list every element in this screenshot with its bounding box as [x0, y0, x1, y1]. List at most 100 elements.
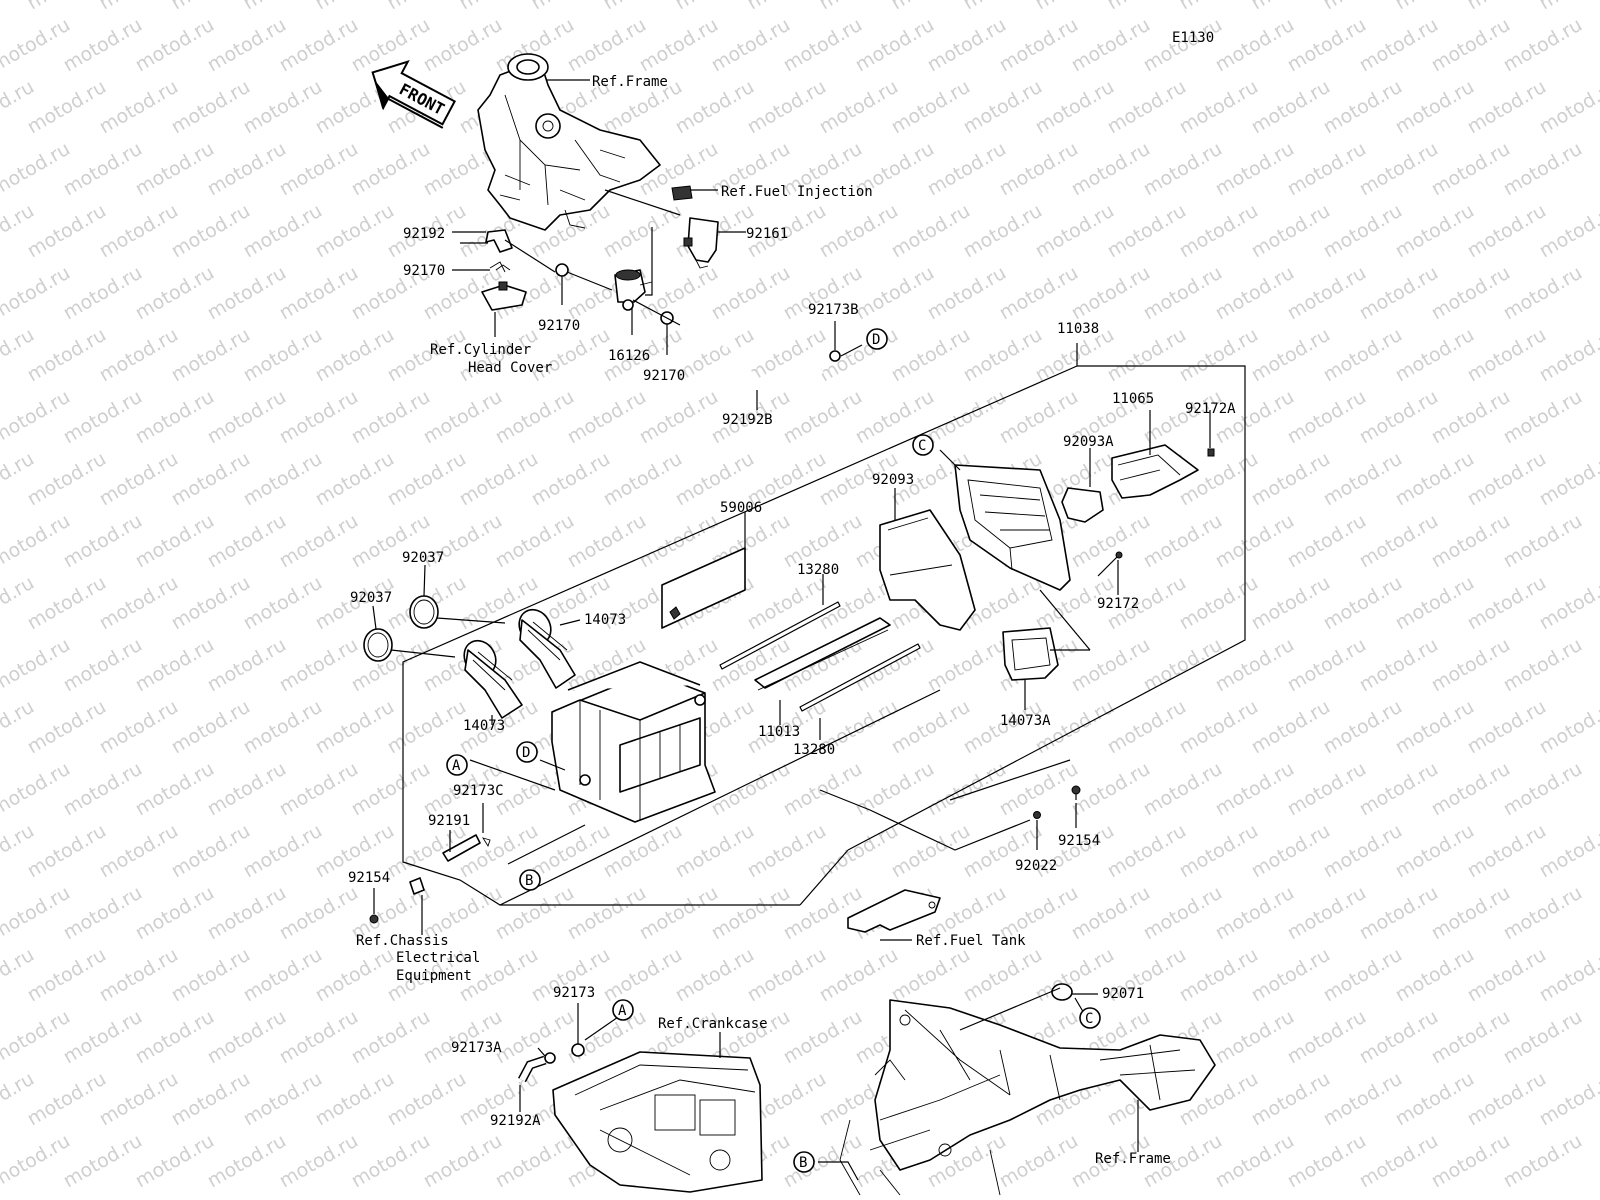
watermark-text: motod.ru	[96, 0, 182, 14]
watermark-text: motod.ru	[1140, 138, 1226, 201]
strip-13280-upper	[719, 601, 841, 670]
label-92173B: 92173B	[808, 302, 859, 318]
screw-92172	[1097, 551, 1123, 577]
watermark-text: motod.ru	[276, 14, 362, 77]
watermark-text: motod.ru	[996, 1130, 1082, 1193]
watermark-text: motod.ru	[1212, 758, 1298, 821]
watermark-text: motod.ru	[1140, 882, 1226, 945]
connector-chassis	[409, 877, 425, 895]
watermark-text: motod.ru	[636, 882, 722, 945]
watermark-text: motod.ru	[1356, 510, 1442, 573]
watermark-text: motod.ru	[1464, 572, 1550, 635]
watermark-text: motod.ru	[96, 696, 182, 759]
clamp-92173A	[544, 1052, 556, 1064]
leader-lines-airbox	[372, 410, 1211, 941]
watermark-text: motod.ru	[1068, 882, 1154, 945]
watermark-text: motod.ru	[708, 262, 794, 325]
watermark-text: motod.ru	[816, 76, 902, 139]
watermark-text: motod.ru	[420, 1006, 506, 1069]
watermark-text: motod.ru	[0, 1130, 74, 1193]
watermark-text: motod.ru	[240, 76, 326, 139]
watermark-text: motod.ru	[24, 0, 110, 14]
label-92172A: 92172A	[1185, 401, 1236, 417]
watermark-text: motod.ru	[1428, 634, 1514, 697]
watermark-text: motod.ru	[276, 138, 362, 201]
watermark-text: motod.ru	[420, 1130, 506, 1193]
watermark-text: motod.ru	[96, 1068, 182, 1131]
watermark-text: motod.ru	[564, 882, 650, 945]
label-11065: 11065	[1112, 391, 1154, 407]
watermark-text: motod.ru	[96, 944, 182, 1007]
watermark-text: motod.ru	[0, 634, 74, 697]
watermark-text: motod.ru	[1176, 572, 1262, 635]
watermark-text: motod.ru	[312, 324, 398, 387]
watermark-text: motod.ru	[204, 262, 290, 325]
marker-C-frame: C	[1079, 1007, 1101, 1029]
watermark-text: motod.ru	[1248, 76, 1334, 139]
watermark-text: motod.ru	[888, 944, 974, 1007]
watermark-text: motod.ru	[276, 758, 362, 821]
watermark-text: motod.ru	[240, 696, 326, 759]
watermark-text: motod.ru	[60, 386, 146, 449]
watermark-text: motod.ru	[816, 944, 902, 1007]
watermark-text: motod.ru	[240, 944, 326, 1007]
watermark-text: motod.ru	[1284, 14, 1370, 77]
watermark-text: motod.ru	[1464, 696, 1550, 759]
watermark-text: motod.ru	[744, 944, 830, 1007]
watermark-text: motod.ru	[1248, 0, 1334, 14]
marker-B-airbox-label: B	[525, 873, 533, 889]
watermark-text: motod.ru	[204, 14, 290, 77]
ref-chassis-3: Equipment	[396, 968, 472, 984]
part-92192-hose	[485, 229, 513, 253]
watermark-text: motod.ru	[1176, 944, 1262, 1007]
clip-92191	[442, 834, 481, 862]
watermark-text: motod.ru	[600, 820, 686, 883]
watermark-text: motod.ru	[744, 820, 830, 883]
watermark-text: motod.ru	[132, 510, 218, 573]
watermark-text: motod.ru	[312, 1068, 398, 1131]
label-92170-right: 92170	[643, 368, 685, 384]
ref-chassis-1: Ref.Chassis	[356, 933, 449, 949]
label-16126: 16126	[608, 348, 650, 364]
crankcase	[552, 1051, 763, 1193]
watermark-text: motod.ru	[780, 1006, 866, 1069]
watermark-text: motod.ru	[1284, 882, 1370, 945]
watermark-text: motod.ru	[24, 76, 110, 139]
watermark-text: motod.ru	[24, 448, 110, 511]
watermark-text: motod.ru	[1392, 0, 1478, 14]
clamp-92037-lower	[363, 628, 393, 662]
duct-14073A	[1002, 627, 1059, 681]
watermark-text: motod.ru	[1212, 262, 1298, 325]
watermark-text: motod.ru	[276, 1130, 362, 1193]
watermark-text: motod.ru	[312, 696, 398, 759]
watermark-text: motod.ru	[204, 1130, 290, 1193]
clamp-92170-left	[489, 261, 506, 273]
watermark-text: motod.ru	[924, 138, 1010, 201]
reference-labels: Ref.Frame Ref.Fuel Injection Ref.Cylinde…	[356, 74, 1171, 1167]
watermark-text: motod.ru	[960, 0, 1046, 14]
watermark-text: motod.ru	[1500, 510, 1586, 573]
watermark-text: motod.ru	[1104, 696, 1190, 759]
watermark-text: motod.ru	[1536, 76, 1600, 139]
label-92071: 92071	[1102, 986, 1144, 1002]
watermark-text: motod.ru	[1248, 324, 1334, 387]
watermark-text: motod.ru	[1176, 448, 1262, 511]
watermark-text: motod.ru	[1212, 386, 1298, 449]
watermark-text: motod.ru	[24, 696, 110, 759]
watermark-text: motod.ru	[0, 510, 74, 573]
marker-B-frame-label: B	[799, 1155, 807, 1171]
watermark-text: motod.ru	[1500, 1006, 1586, 1069]
watermark-text: motod.ru	[996, 262, 1082, 325]
watermark-text: motod.ru	[600, 200, 686, 263]
watermark-text: motod.ru	[1392, 448, 1478, 511]
ref-frame-top: Ref.Frame	[592, 74, 668, 90]
watermark-text: motod.ru	[1140, 758, 1226, 821]
watermark-text: motod.ru	[1464, 76, 1550, 139]
bolt-92154-right	[1071, 785, 1081, 800]
watermark-text: motod.ru	[744, 0, 830, 14]
diagram-code: E1130	[1172, 30, 1214, 46]
watermark-text: motod.ru	[132, 386, 218, 449]
label-13280-lower: 13280	[793, 742, 835, 758]
watermark-text: motod.ru	[1500, 634, 1586, 697]
watermark-text: motod.ru	[1320, 0, 1406, 14]
